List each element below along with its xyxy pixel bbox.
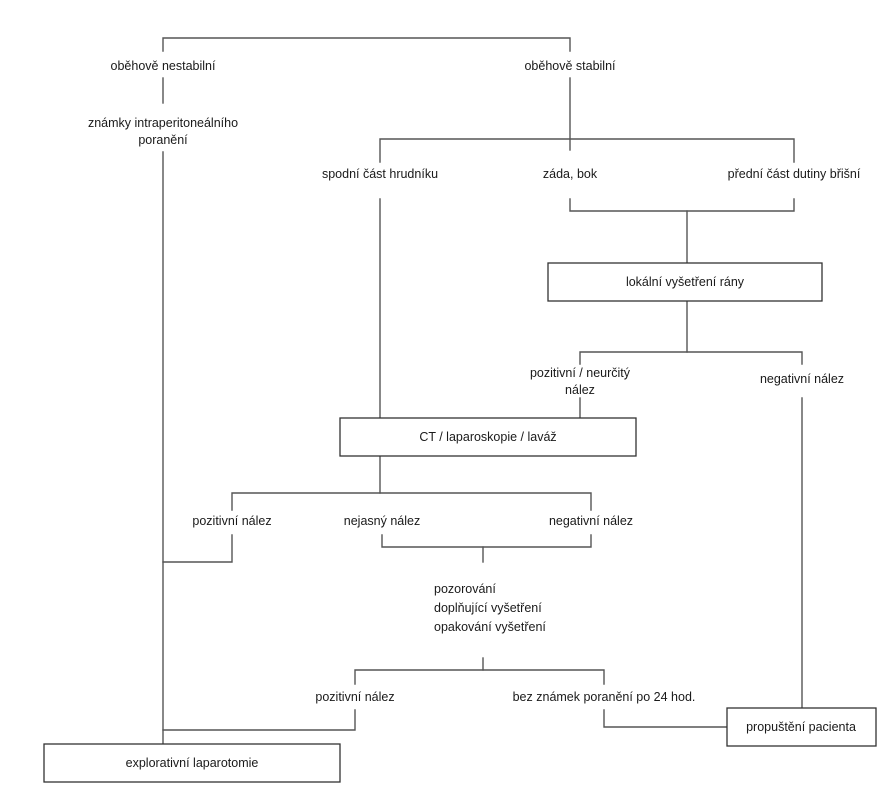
connector-positive-to-trunk	[162, 534, 233, 563]
label-exploratory-laparotomy: explorativní laparotomie	[126, 756, 259, 770]
label-intraperitoneal-signs-line2: poranění	[138, 133, 188, 147]
connector-bottom-positive-to-trunk	[162, 709, 356, 731]
exploratory-laparotomy-box	[43, 743, 341, 783]
label-local-wound-exam: lokální vyšetření rány	[626, 275, 745, 289]
local-wound-exam-box	[547, 262, 823, 302]
ct-laparoscopy-lavage-box	[339, 417, 637, 457]
connector-wound-exam-split	[579, 351, 803, 365]
connector-location-split	[379, 138, 795, 163]
label-positive-finding-bottom: pozitivní nález	[315, 690, 394, 704]
label-hemodynamically-stable: oběhově stabilní	[524, 59, 616, 73]
patient-discharge-box	[726, 707, 877, 747]
label-positive-uncertain-line1: pozitivní / neurčitý	[530, 366, 631, 380]
label-unclear-finding: nejasný nález	[344, 514, 420, 528]
label-hemodynamically-unstable: oběhově nestabilní	[111, 59, 216, 73]
label-observation-line1: pozorování	[434, 582, 496, 596]
connector-lines	[162, 37, 803, 745]
label-negative-finding-mid: negativní nález	[549, 514, 633, 528]
label-anterior-abdomen: přední část dutiny břišní	[728, 167, 861, 181]
label-positive-finding: pozitivní nález	[192, 514, 271, 528]
label-positive-uncertain-line2: nález	[565, 383, 595, 397]
connector-top-split	[162, 37, 571, 52]
label-observation-line2: doplňující vyšetření	[434, 601, 542, 615]
label-no-injury-24h: bez známek poranění po 24 hod.	[513, 690, 696, 704]
label-back-flank: záda, bok	[543, 167, 598, 181]
label-negative-finding-right: negativní nález	[760, 372, 844, 386]
label-ct-laparoscopy-lavage: CT / laparoskopie / laváž	[419, 430, 556, 444]
connector-observation-split	[354, 669, 605, 685]
connector-locations-join	[569, 198, 795, 212]
labels: oběhově nestabilní oběhově stabilní znám…	[88, 59, 861, 770]
label-lower-chest: spodní část hrudníku	[322, 167, 438, 181]
connector-unclear-negative-join	[381, 534, 592, 548]
label-patient-discharge: propuštění pacienta	[746, 720, 856, 734]
connector-ct-split	[231, 492, 592, 511]
connector-no-injury-to-discharge	[603, 709, 728, 728]
label-intraperitoneal-signs-line1: známky intraperitoneálního	[88, 116, 238, 130]
boxes	[43, 262, 877, 783]
label-observation-line3: opakování vyšetření	[434, 620, 546, 634]
